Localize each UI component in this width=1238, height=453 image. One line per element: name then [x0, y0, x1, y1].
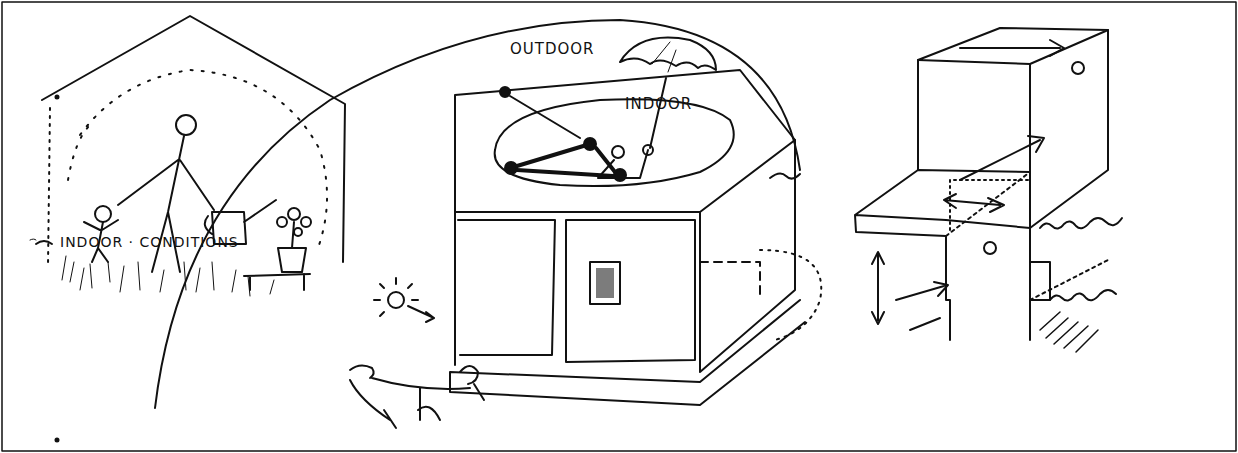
caption-label: INDOOR · CONDITIONS — [60, 234, 239, 250]
l-block-sketch — [855, 28, 1122, 352]
courtyard-house-sketch — [155, 20, 821, 428]
indoor-label: INDOOR — [625, 95, 692, 113]
house-sketch — [30, 16, 345, 442]
outdoor-label: OUTDOOR — [510, 40, 595, 58]
